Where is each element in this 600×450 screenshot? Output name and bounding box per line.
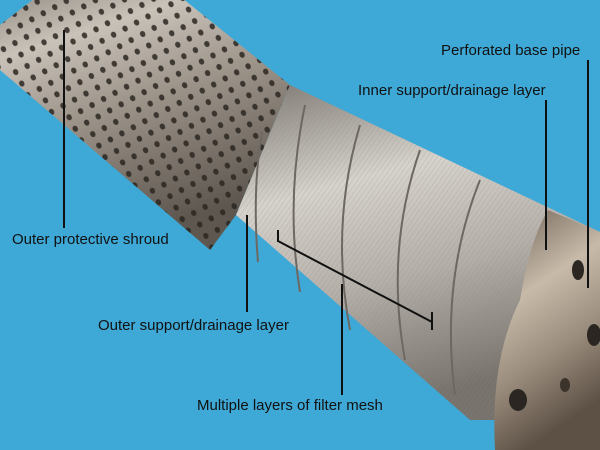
layer-seam: [292, 104, 306, 293]
callout-lines: [63, 30, 589, 395]
pipe-hole: [587, 324, 600, 346]
label-perforated-base-pipe: Perforated base pipe: [441, 42, 581, 59]
label-outer-support-layer: Outer support/drainage layer: [98, 317, 289, 334]
layer-seam: [449, 179, 481, 396]
pipe-hole: [509, 389, 527, 411]
label-outer-protective-shroud: Outer protective shroud: [12, 231, 169, 248]
outer-protective-shroud: [0, 0, 290, 250]
perforated-base-pipe: [494, 210, 600, 450]
layer-seam: [396, 149, 421, 361]
label-inner-support-layer: Inner support/drainage layer: [358, 82, 546, 99]
label-filter-mesh-layers: Multiple layers of filter mesh: [197, 397, 383, 414]
layer-seam: [254, 131, 263, 263]
pipe-hole: [572, 260, 584, 280]
layer-seam: [341, 124, 361, 331]
callout-line-mesh-diagonal: [277, 240, 433, 323]
pipe-hole: [560, 378, 570, 392]
